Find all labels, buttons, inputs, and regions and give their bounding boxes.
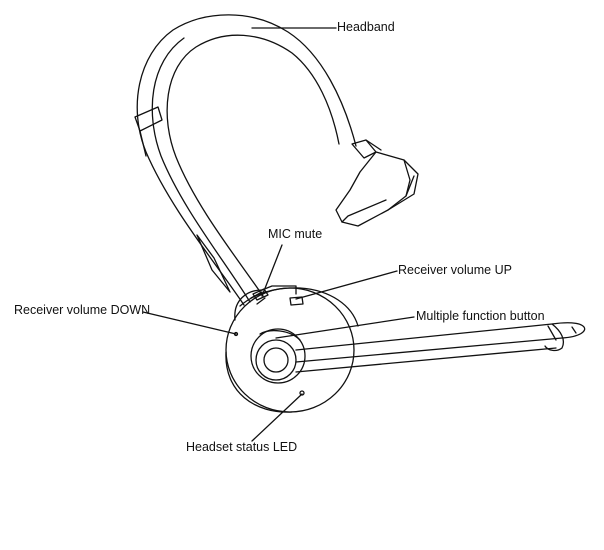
- leader-volume-up: [295, 270, 398, 300]
- earpiece-drawing: [225, 285, 359, 413]
- label-receiver-volume-down: Receiver volume DOWN: [14, 303, 151, 317]
- leader-status-led: [251, 393, 303, 442]
- leader-lines: [142, 27, 415, 442]
- leader-multiple-function: [275, 316, 415, 339]
- leader-volume-down: [142, 311, 237, 335]
- label-receiver-volume-up: Receiver volume UP: [398, 263, 512, 277]
- label-headset-status-led: Headset status LED: [186, 440, 298, 454]
- label-multiple-function-button: Multiple function button: [416, 309, 545, 323]
- temple-pad-drawing: [335, 139, 419, 227]
- headband-drawing: [134, 14, 357, 306]
- label-mic-mute: MIC mute: [268, 227, 323, 241]
- label-headband: Headband: [337, 20, 395, 34]
- microphone-boom-drawing: [295, 322, 586, 373]
- leader-mic-mute: [261, 244, 283, 297]
